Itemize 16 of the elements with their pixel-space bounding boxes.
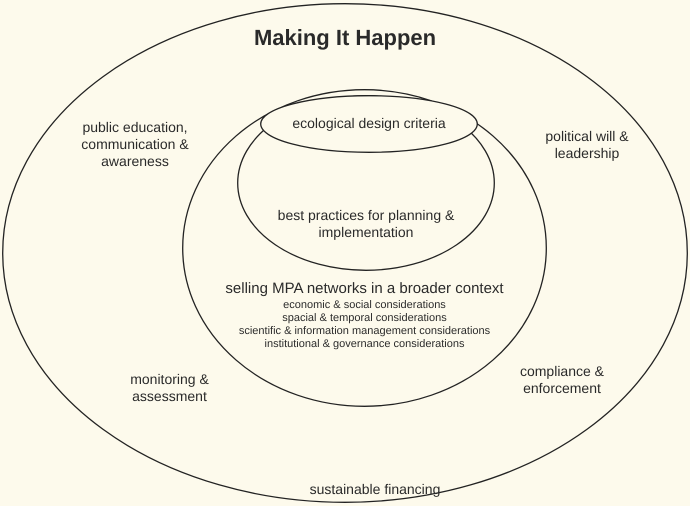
outer-ring-text: political will & leadership — [544, 128, 630, 162]
ring-label: best practices for planning & implementation — [276, 207, 456, 241]
outer-ring-text: sustainable financing — [308, 481, 442, 498]
ellipse-region — [237, 95, 495, 271]
ellipse-region — [2, 3, 688, 503]
consideration-text: scientific & information management considerations — [238, 325, 492, 338]
consideration-text: institutional & governance considerations — [264, 338, 466, 351]
consideration-text: spacial & temporal considerations — [281, 312, 448, 325]
ring-heading: Making It Happen — [252, 25, 438, 51]
ring-label: ecological design criteria — [291, 115, 447, 132]
outer-ring-text: public education, communication & awareness — [80, 119, 190, 170]
outer-ring-text: monitoring & assessment — [129, 371, 210, 405]
ring-label: selling MPA networks in a broader context — [224, 279, 505, 299]
consideration-text: economic & social considerations — [282, 299, 447, 312]
ellipse-region — [260, 95, 478, 153]
outer-ring-text: compliance & enforcement — [518, 363, 606, 397]
